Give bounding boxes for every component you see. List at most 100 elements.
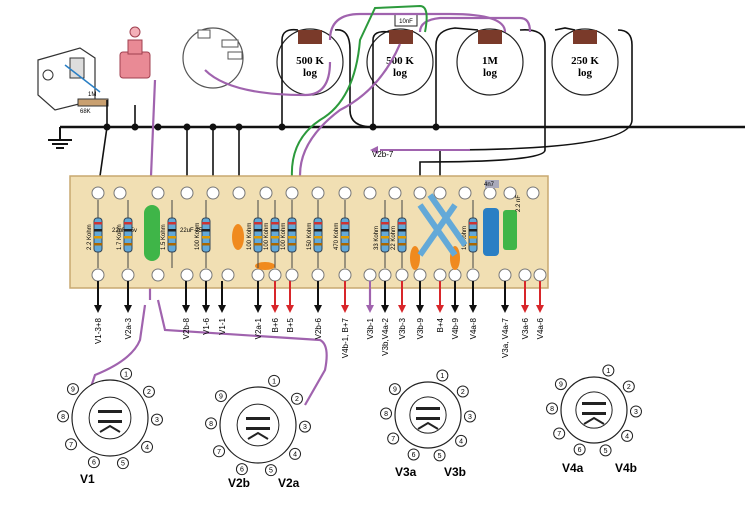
bottom-connections	[94, 281, 544, 313]
resistor-diagonal	[427, 193, 468, 247]
tube-pin	[388, 383, 401, 396]
resistor-label: 1.5 Kohm	[161, 224, 167, 250]
tube-pin-number: 4	[625, 433, 629, 440]
turret-bottom	[413, 268, 427, 282]
turret-top	[311, 186, 325, 200]
drop-arrow	[271, 305, 279, 313]
tube-pin-number: 5	[604, 448, 608, 455]
resistor: 100 Kohm	[247, 200, 263, 268]
tube-pin-number: 2	[295, 396, 299, 403]
tube-pin	[298, 420, 311, 433]
pot-1-value: 500 K	[296, 55, 324, 67]
turret-bottom	[311, 268, 325, 282]
turret-bottom	[466, 268, 480, 282]
pot-2-taper: log	[393, 67, 408, 79]
toggle-switch[interactable]	[119, 26, 151, 79]
resistor-label: 150 Kohm	[307, 223, 313, 250]
resistor-label: 100 Kohm	[281, 223, 287, 250]
jack-r2-label: 68K	[80, 109, 91, 115]
bottom-label: V3a-6	[521, 317, 530, 339]
tube-pin-number: 5	[121, 461, 125, 468]
drop-arrow	[182, 305, 190, 313]
tube-label-v4a: V4a	[562, 461, 584, 475]
turret-top	[151, 186, 165, 200]
bottom-label: V3a, V4a-7	[501, 317, 510, 358]
drop-arrow	[398, 305, 406, 313]
green-wire	[290, 4, 428, 179]
tube-pin-number: 1	[272, 378, 276, 385]
turret-bottom	[121, 268, 135, 282]
tube-pin	[66, 383, 79, 396]
turret-bottom	[91, 268, 105, 282]
bottom-label: V2a-3	[124, 317, 133, 339]
tube-pin-number: 6	[578, 447, 582, 454]
tube-pin	[380, 407, 393, 420]
bottom-label: V3b-1	[366, 317, 375, 339]
pot-4-value: 250 K	[571, 55, 599, 67]
bottom-label: B+6	[271, 317, 280, 332]
round-selector	[182, 27, 244, 89]
drop-arrow	[536, 305, 544, 313]
tube-pin-number: 2	[147, 389, 151, 396]
resistor-label: 1.7 Kohm	[117, 224, 123, 250]
pot-3[interactable]: 1M log	[456, 28, 524, 96]
turret-top	[113, 186, 127, 200]
tube-pin	[290, 392, 303, 405]
tube-pin-number: 5	[438, 453, 442, 460]
tube-label-v2a: V2a	[278, 476, 300, 490]
orange-cap-3	[410, 246, 420, 270]
bottom-label: V4a-6	[536, 317, 545, 339]
bottom-label: V3b-9	[416, 317, 425, 339]
top-black-wires	[97, 27, 633, 191]
tube-pin	[546, 402, 559, 415]
resistor: 1.7 Kohm	[117, 200, 133, 268]
tube-pin-number: 7	[69, 442, 73, 449]
pot-4[interactable]: 250 K log	[551, 28, 619, 96]
turret-bottom	[338, 268, 352, 282]
resistor: 100 Kohm	[281, 200, 297, 268]
turret-bottom	[448, 268, 462, 282]
tube-pin	[57, 410, 70, 423]
resistor-label: 2.2 Kohm	[87, 224, 93, 250]
drop-arrow	[218, 305, 226, 313]
drop-arrow	[286, 305, 294, 313]
tube-pin-number: 3	[303, 424, 307, 431]
tube-pin-number: 9	[559, 382, 563, 389]
tube-pin-number: 9	[393, 387, 397, 394]
turret-top	[180, 186, 194, 200]
tube-label-v3b: V3b	[444, 465, 466, 479]
v2b7-arrow	[370, 146, 378, 154]
tube-pin	[622, 380, 635, 393]
resistor-label: 100 Kohm	[247, 223, 253, 250]
tube-pin	[268, 374, 281, 387]
pot-2[interactable]: 10nF 500 K log	[366, 13, 434, 96]
tube-pin-number: 3	[468, 414, 472, 421]
tube-label-v1: V1	[80, 472, 95, 486]
pot-1[interactable]: 500 K log	[276, 28, 344, 96]
cap-4n7-label: 4n7	[484, 182, 495, 188]
tube-pin	[554, 378, 567, 391]
tube-pin-number: 8	[61, 414, 65, 421]
circuit-board: 4n7 22uF 25v 22uF 25v 2.2 nF	[69, 175, 549, 289]
tube-pin	[264, 464, 277, 477]
resistor: 100 Kohm	[264, 200, 280, 268]
drop-arrow	[341, 305, 349, 313]
tube-pin-number: 9	[71, 387, 75, 394]
tube-pin	[387, 432, 400, 445]
resistor: 2.2 Kohm	[87, 200, 103, 268]
drop-arrow	[436, 305, 444, 313]
tube-pin	[629, 405, 642, 418]
tube-pin-number: 5	[269, 468, 273, 475]
resistor-label: 470 Kohm	[334, 223, 340, 250]
turret-top	[413, 186, 427, 200]
drop-arrow	[202, 305, 210, 313]
turret-top	[259, 186, 273, 200]
turret-bottom	[180, 268, 194, 282]
tube-pin-number: 1	[440, 373, 444, 380]
resistor: 10 Kohm	[462, 200, 478, 268]
resistor-68k	[77, 98, 109, 107]
bottom-label: B+4	[436, 317, 445, 332]
